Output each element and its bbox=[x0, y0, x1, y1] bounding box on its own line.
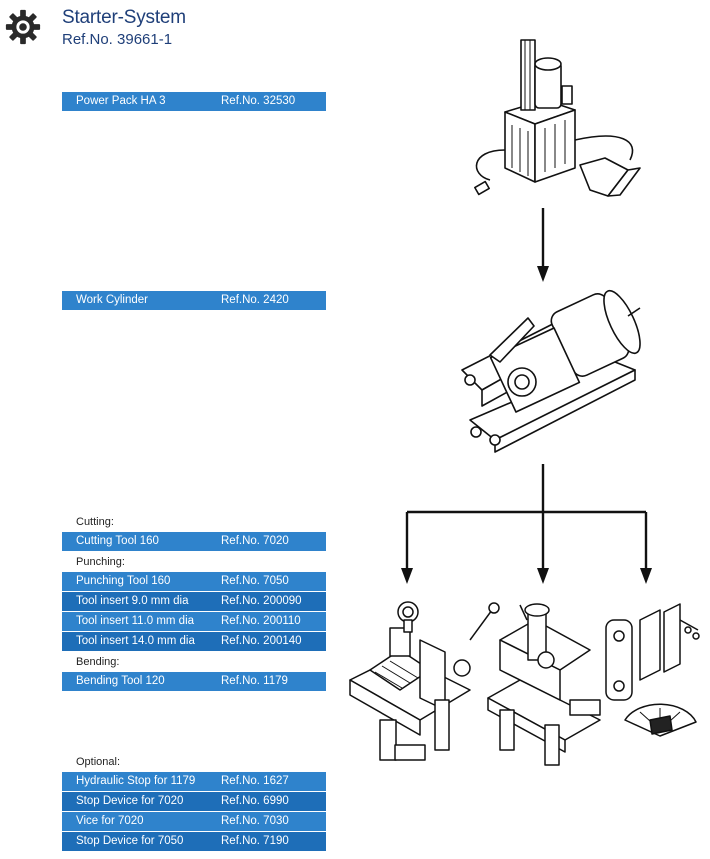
section-label-bending: Bending: bbox=[76, 656, 120, 668]
page-ref-number: Ref.No. 39661-1 bbox=[62, 31, 173, 48]
punching-tool-illustration bbox=[605, 603, 700, 737]
bending-tool-illustration bbox=[349, 601, 500, 761]
list-item: Tool insert 9.0 mm dia Ref.No. 200090 bbox=[62, 592, 326, 611]
system-diagram bbox=[349, 39, 700, 766]
list-item: Tool insert 11.0 mm dia Ref.No. 200110 bbox=[62, 612, 326, 631]
list-item: Stop Device for 7050 Ref.No. 7190 bbox=[62, 832, 326, 851]
item-name: Punching Tool 160 bbox=[76, 575, 171, 587]
work-cylinder-illustration bbox=[461, 289, 641, 453]
item-name: Tool insert 9.0 mm dia bbox=[76, 595, 189, 607]
item-name: Cutting Tool 160 bbox=[76, 535, 159, 547]
list-item: Vice for 7020 Ref.No. 7030 bbox=[62, 812, 326, 831]
list-item: Punching Tool 160 Ref.No. 7050 bbox=[62, 572, 326, 591]
item-ref: Ref.No. 1179 bbox=[221, 675, 288, 687]
item-name: Vice for 7020 bbox=[76, 815, 144, 827]
section-label-optional: Optional: bbox=[76, 756, 121, 768]
section-label-punching: Punching: bbox=[76, 556, 125, 568]
list-item: Cutting Tool 160 Ref.No. 7020 bbox=[62, 532, 326, 551]
item-ref: Ref.No. 2420 bbox=[221, 294, 289, 306]
item-ref: Ref.No. 6990 bbox=[221, 795, 289, 807]
power-pack-illustration bbox=[474, 39, 641, 197]
cutting-tool-illustration bbox=[487, 603, 601, 766]
gear-icon bbox=[5, 9, 41, 45]
list-item: Bending Tool 120 Ref.No. 1179 bbox=[62, 672, 326, 691]
flow-arrow-icon bbox=[537, 208, 549, 282]
section-label-cutting: Cutting: bbox=[76, 516, 114, 528]
item-name: Bending Tool 120 bbox=[76, 675, 165, 687]
item-name: Stop Device for 7050 bbox=[76, 835, 184, 847]
item-ref: Ref.No. 200110 bbox=[221, 615, 301, 627]
item-ref: Ref.No. 32530 bbox=[221, 95, 296, 107]
item-ref: Ref.No. 7050 bbox=[221, 575, 289, 587]
branch-arrows bbox=[401, 464, 652, 584]
item-ref: Ref.No. 7020 bbox=[221, 535, 289, 547]
item-ref: Ref.No. 200140 bbox=[221, 635, 302, 647]
list-item-power-pack: Power Pack HA 3 Ref.No. 32530 bbox=[62, 92, 326, 111]
item-name: Work Cylinder bbox=[76, 294, 148, 306]
list-item-work-cylinder: Work Cylinder Ref.No. 2420 bbox=[62, 291, 326, 310]
item-ref: Ref.No. 7190 bbox=[221, 835, 289, 847]
list-item: Tool insert 14.0 mm dia Ref.No. 200140 bbox=[62, 632, 326, 651]
item-ref: Ref.No. 1627 bbox=[221, 775, 289, 787]
item-ref: Ref.No. 7030 bbox=[221, 815, 289, 827]
item-name: Hydraulic Stop for 1179 bbox=[76, 775, 196, 787]
item-name: Power Pack HA 3 bbox=[76, 95, 166, 107]
item-name: Stop Device for 7020 bbox=[76, 795, 184, 807]
item-name: Tool insert 14.0 mm dia bbox=[76, 635, 195, 647]
list-item: Stop Device for 7020 Ref.No. 6990 bbox=[62, 792, 326, 811]
item-ref: Ref.No. 200090 bbox=[221, 595, 302, 607]
page-title: Starter-System bbox=[62, 7, 186, 28]
list-item: Hydraulic Stop for 1179 Ref.No. 1627 bbox=[62, 772, 326, 791]
item-name: Tool insert 11.0 mm dia bbox=[76, 615, 195, 627]
